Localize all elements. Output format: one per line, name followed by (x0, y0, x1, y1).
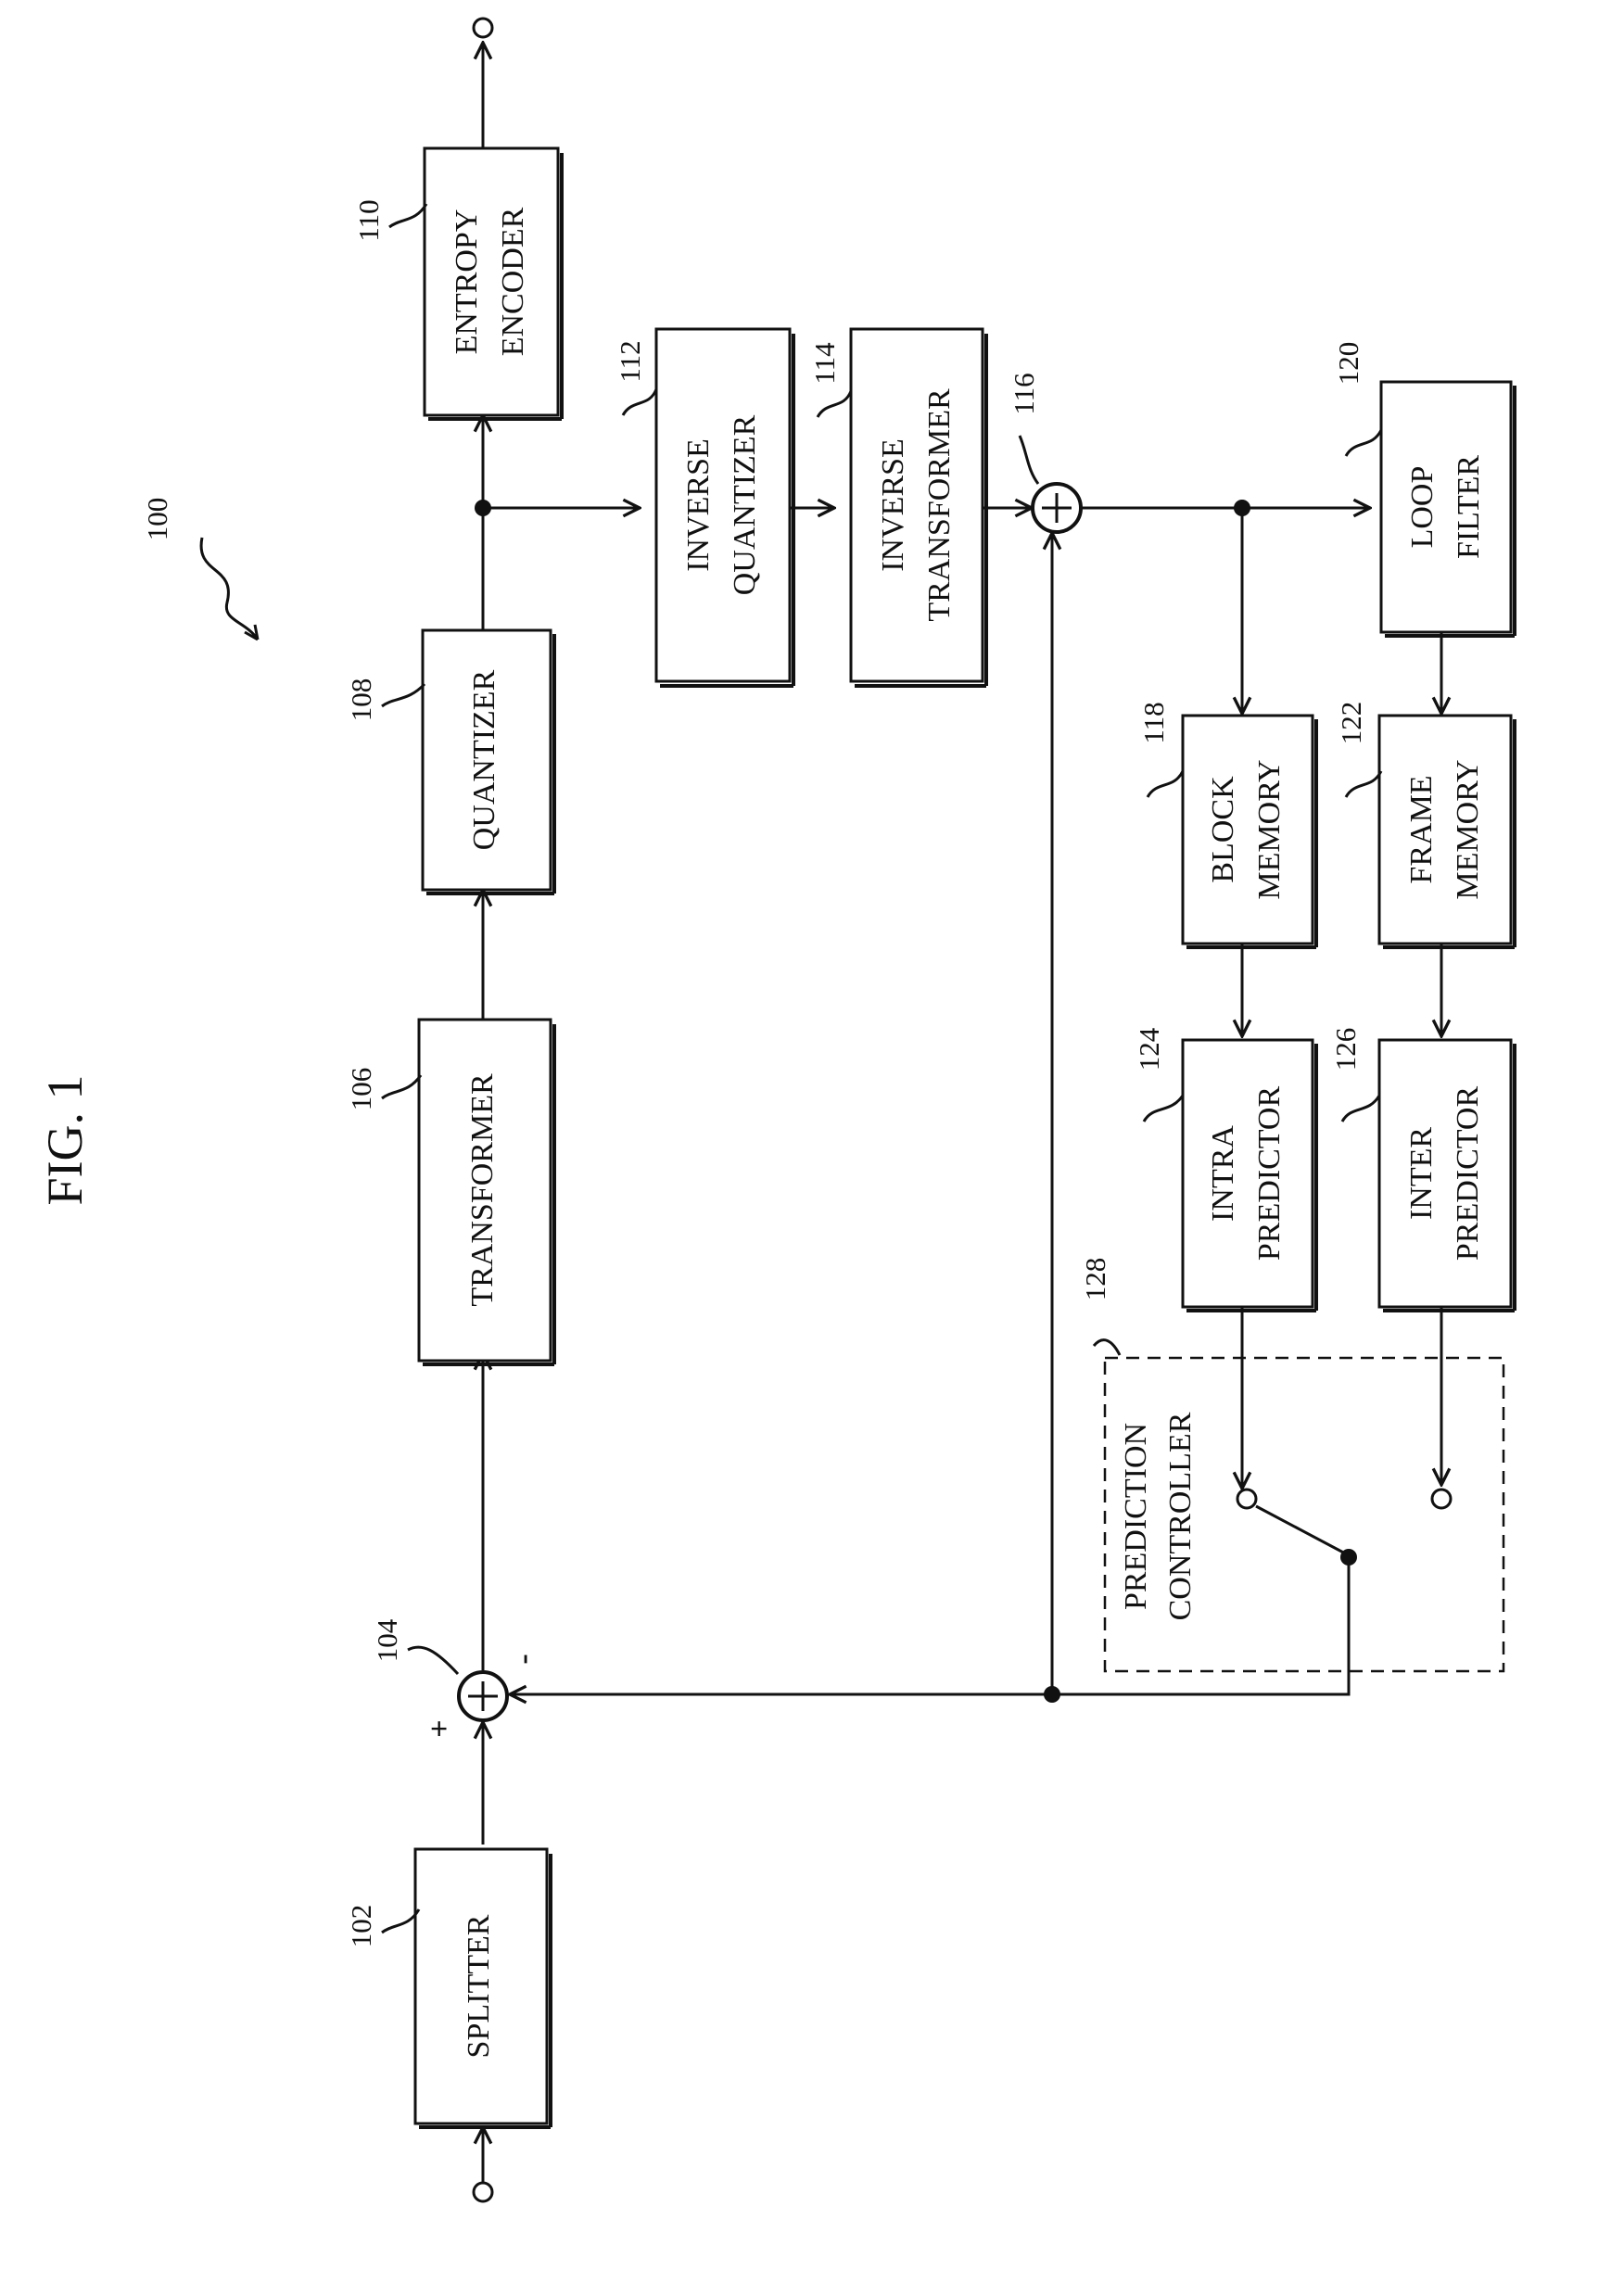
entropy-encoder-label-line-2: ENCODER (496, 207, 530, 356)
transformer-ref-leader (382, 1075, 421, 1098)
loop-filter-label-line-1: LOOP (1405, 466, 1440, 549)
figure-ref: 100 (141, 498, 173, 541)
prediction-controller-label-line-2: CONTROLLER (1163, 1412, 1198, 1620)
intra-predictor-label-line-2: PREDICTOR (1252, 1086, 1287, 1261)
loop-filter-label-line-2: FILTER (1452, 455, 1486, 559)
figure-title: FIG. 1 (37, 1074, 93, 1205)
quantizer-ref-leader (382, 684, 425, 706)
input-terminal (474, 2183, 492, 2201)
quantizer-block: QUANTIZER (423, 630, 554, 894)
quantizer-label: QUANTIZER (467, 669, 501, 850)
prediction-controller-label-line-1: PREDICTION (1119, 1423, 1153, 1610)
block-memory-label-line-2: MEMORY (1252, 759, 1287, 899)
block-memory-ref: 118 (1137, 702, 1170, 743)
inverse-transformer-label-line-1: INVERSE (876, 438, 910, 572)
prediction-controller-ref-leader (1094, 1340, 1120, 1355)
subtractor-ref: 104 (371, 1618, 403, 1662)
loop-filter-ref: 120 (1332, 342, 1364, 386)
frame-memory-block: FRAME MEMORY (1379, 716, 1515, 947)
subtractor-ref-leader (408, 1647, 458, 1674)
intra-predictor-ref: 124 (1133, 1027, 1165, 1071)
splitter-ref: 102 (345, 1905, 377, 1948)
figure-ref-leader (201, 538, 258, 640)
inverse-quantizer-label-line-1: INVERSE (681, 438, 716, 572)
quantizer-ref: 108 (345, 678, 377, 722)
entropy-encoder-ref-leader (389, 204, 426, 227)
prediction-controller-ref: 128 (1079, 1258, 1111, 1301)
inverse-transformer-label-line-2: TRANSFORMER (922, 388, 957, 622)
inverse-quantizer-block: INVERSE QUANTIZER (656, 329, 793, 686)
inverse-transformer-ref: 114 (808, 342, 841, 385)
block-memory-ref-leader (1148, 771, 1183, 797)
adder-node (1033, 484, 1081, 532)
inter-predictor-label-line-1: INTER (1404, 1127, 1439, 1220)
intra-predictor-ref-leader (1144, 1096, 1183, 1122)
inverse-quantizer-label-line-2: QUANTIZER (728, 414, 762, 595)
transformer-block: TRANSFORMER (419, 1020, 554, 1364)
adder-ref-leader (1020, 436, 1038, 484)
switch-terminal-intra (1237, 1490, 1256, 1508)
frame-memory-label-line-1: FRAME (1404, 775, 1439, 883)
frame-memory-label-line-2: MEMORY (1451, 759, 1485, 899)
loop-filter-block: LOOP FILTER (1381, 382, 1515, 636)
loop-filter-ref-leader (1346, 430, 1381, 456)
frame-memory-ref-leader (1346, 771, 1381, 797)
intra-predictor-label-line-1: INTRA (1206, 1125, 1240, 1222)
transformer-label: TRANSFORMER (465, 1073, 500, 1307)
splitter-ref-leader (382, 1909, 419, 1933)
inverse-transformer-block: INVERSE TRANSFORMER (851, 329, 986, 686)
block-memory-block: BLOCK MEMORY (1183, 716, 1316, 947)
adder-ref: 116 (1008, 373, 1040, 414)
output-terminal (474, 19, 492, 37)
inverse-quantizer-ref-leader (623, 389, 656, 415)
entropy-encoder-block: ENTROPY ENCODER (425, 148, 562, 419)
inter-predictor-ref: 126 (1329, 1028, 1362, 1071)
entropy-encoder-ref: 110 (352, 199, 385, 241)
inverse-quantizer-ref: 112 (614, 340, 646, 382)
block-memory-label-line-1: BLOCK (1206, 776, 1240, 883)
switch-terminal-inter (1432, 1490, 1451, 1508)
subtractor-minus-sign: - (506, 1654, 540, 1664)
inter-predictor-block: INTER PREDICTOR (1379, 1040, 1515, 1311)
subtractor-plus-sign: + (423, 1719, 457, 1737)
inverse-transformer-ref-leader (818, 391, 851, 417)
inter-predictor-label-line-2: PREDICTOR (1451, 1086, 1485, 1261)
splitter-label: SPLITTER (462, 1914, 496, 2058)
entropy-encoder-label-line-1: ENTROPY (450, 209, 484, 355)
inter-predictor-ref-leader (1342, 1096, 1379, 1122)
splitter-block: SPLITTER (415, 1849, 551, 2127)
intra-predictor-block: INTRA PREDICTOR (1183, 1040, 1316, 1311)
switch-arm (1256, 1506, 1349, 1555)
frame-memory-ref: 122 (1335, 702, 1367, 745)
subtractor-node (459, 1672, 507, 1720)
transformer-ref: 106 (345, 1068, 377, 1111)
